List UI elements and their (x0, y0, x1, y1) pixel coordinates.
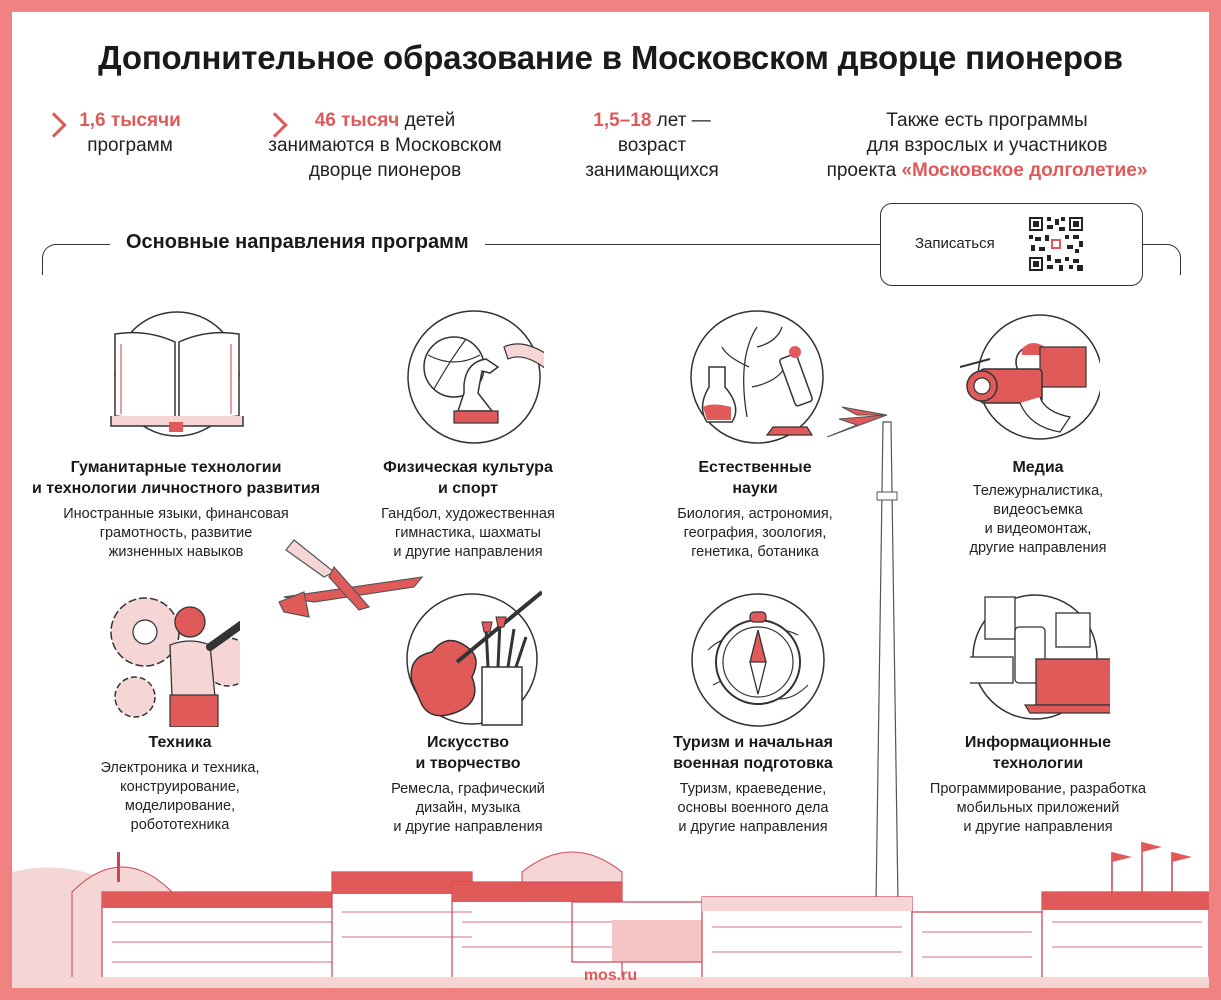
infographic: Дополнительное образование в Московском … (12, 12, 1209, 988)
stat-children: 46 тысяч детей занимаются в Московском д… (268, 110, 502, 181)
section-title: Основные направления программ (110, 231, 485, 254)
chevron-right-icon (41, 112, 67, 138)
book-icon (110, 311, 244, 437)
footer-link[interactable]: mos.ru (583, 967, 638, 984)
devices-icon (970, 594, 1110, 720)
card-technics: Техника Электроника и техника,конструиро… (100, 734, 260, 833)
palace-skyline-illustration (12, 842, 1209, 988)
signup-box[interactable]: Записаться (880, 203, 1143, 286)
sport-icon (407, 310, 544, 444)
glider-illustration (278, 539, 424, 618)
gears-icon (110, 597, 240, 727)
stat-adults: Также есть программы для взрослых и учас… (826, 110, 1148, 181)
violin-icon (406, 590, 542, 726)
section-bracket (42, 244, 1181, 275)
science-icon (690, 310, 824, 444)
qr-code-icon[interactable] (1029, 217, 1083, 271)
compass-icon (691, 593, 825, 727)
stat-age: 1,5–18 лет — возраст занимающихся (585, 110, 719, 181)
page-title: Дополнительное образование в Московском … (98, 39, 1123, 76)
camera-icon (960, 314, 1100, 440)
stat-programs: 1,6 тысячи программ (79, 110, 181, 156)
signup-label: Записаться (915, 235, 995, 252)
